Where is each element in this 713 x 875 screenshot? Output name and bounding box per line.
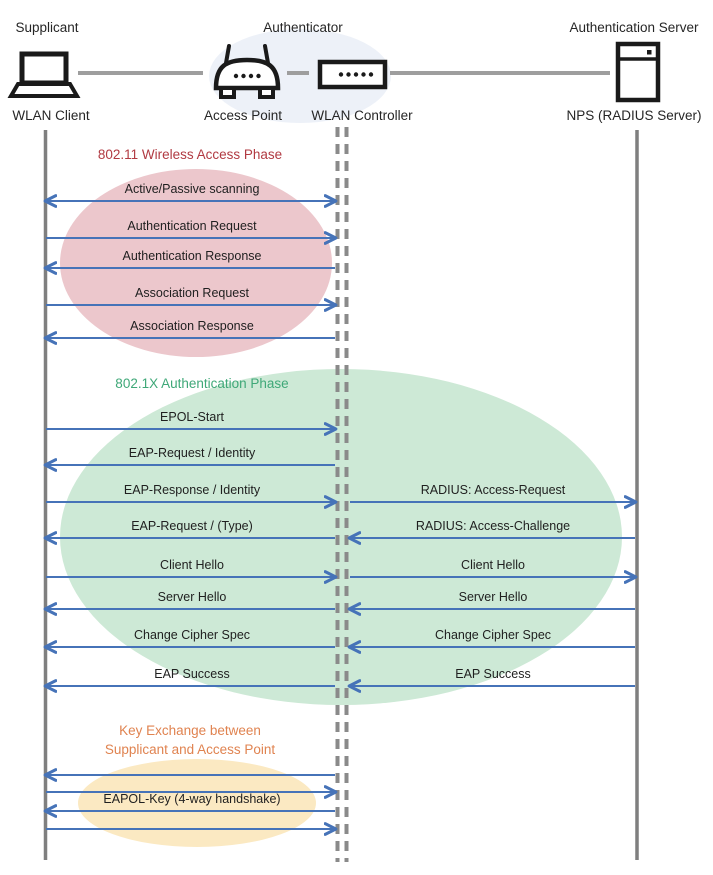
phase2-title: 802.1X Authentication Phase (115, 376, 289, 391)
phase1-ellipse (60, 169, 332, 357)
message-label: EAP-Request / (Type) (131, 519, 253, 533)
message-label: Active/Passive scanning (124, 182, 260, 196)
message-label: EAPOL-Key (4-way handshake) (103, 792, 281, 806)
message-label: RADIUS: Access-Request (420, 483, 566, 497)
message-label: Authentication Request (127, 219, 257, 233)
server-icon (615, 41, 661, 103)
role-authenticator: Authenticator (263, 20, 343, 35)
lifelines (43, 127, 639, 862)
role-supplicant: Supplicant (15, 20, 79, 35)
message-label: Change Cipher Spec (434, 628, 552, 642)
wlan-controller-icon (317, 59, 388, 90)
message-label: Server Hello (157, 590, 227, 604)
message-label: Change Cipher Spec (133, 628, 251, 642)
access-point-icon (213, 44, 281, 99)
message-label: Server Hello (458, 590, 528, 604)
node-label-wlan-controller: WLAN Controller (311, 108, 413, 123)
message-arrows (46, 201, 635, 829)
role-authentication-server: Authentication Server (569, 20, 699, 35)
message-label: Client Hello (160, 558, 224, 572)
message-label: EAP Success (154, 667, 230, 681)
phase3-ellipse (78, 759, 316, 847)
message-label: RADIUS: Access-Challenge (415, 519, 571, 533)
message-label: EAP Success (455, 667, 531, 681)
phase3-title-line1: Key Exchange between (119, 723, 261, 738)
lifeline-wlan-controller (335, 127, 349, 862)
node-label-nps: NPS (RADIUS Server) (566, 108, 702, 123)
message-label: Client Hello (461, 558, 525, 572)
node-label-access-point: Access Point (203, 108, 283, 123)
phase2-ellipse (60, 369, 622, 705)
message-label: EAP-Request / Identity (128, 446, 256, 460)
message-label: Authentication Response (122, 249, 262, 263)
message-label: Association Request (135, 286, 249, 300)
laptop-icon (7, 51, 81, 98)
authenticator-group-ellipse (209, 29, 391, 123)
node-label-wlan-client: WLAN Client (12, 108, 90, 123)
message-label: Association Response (130, 319, 254, 333)
phase3-title-line2: Supplicant and Access Point (104, 742, 276, 757)
message-label: EAP-Response / Identity (123, 483, 261, 497)
message-label: EPOL-Start (160, 410, 224, 424)
phase1-title: 802.11 Wireless Access Phase (97, 147, 283, 162)
